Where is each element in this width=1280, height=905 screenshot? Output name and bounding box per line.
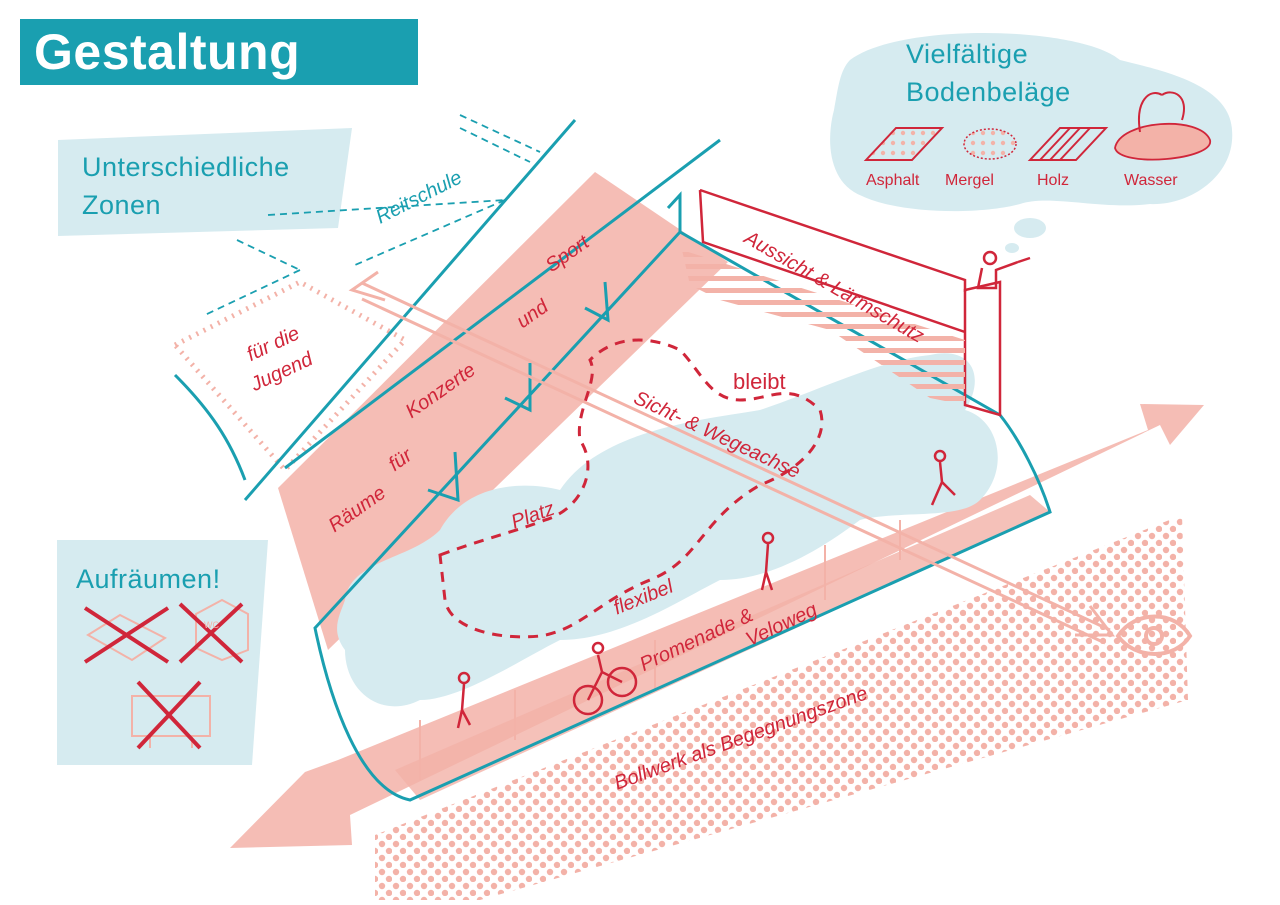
- title-banner: [20, 19, 418, 85]
- cleanup-panel: [57, 540, 268, 765]
- bollwerk-dotted-zone: [375, 515, 1188, 900]
- tree-stems: [419, 520, 901, 780]
- viewing-wall: [698, 189, 1002, 417]
- material-wasser-label: Wasser: [1124, 172, 1178, 189]
- cleanup-heading: Aufräumen!: [76, 564, 221, 594]
- viewing-wall-stripes: [682, 250, 965, 405]
- asphalt-icon: [863, 127, 945, 161]
- flexible-square-dashed: [438, 338, 824, 639]
- wood-icon: [1027, 127, 1109, 161]
- material-mergel-label: Mergel: [945, 172, 994, 189]
- material-holz-label: Holz: [1037, 172, 1070, 189]
- runner-icon: [930, 449, 956, 506]
- water-fountain-icon: [1114, 91, 1211, 161]
- pedestrian-icon: [760, 531, 775, 591]
- thought-cloud: [830, 32, 1233, 212]
- crossed-bench-icon: [83, 606, 170, 664]
- cyclist-icon: [572, 641, 638, 716]
- zones-label-background: [58, 128, 352, 236]
- thought-bubble: [1014, 218, 1046, 238]
- platform-outline: [313, 230, 1052, 802]
- bleibt-label: bleibt: [733, 369, 786, 394]
- road-lines: [173, 119, 721, 501]
- thought-bubble: [1005, 243, 1019, 253]
- zones-label-line-1: Unterschiedliche: [82, 152, 290, 182]
- sport-zone: [278, 172, 728, 650]
- pedestrian-icon: [456, 671, 472, 729]
- view-axis-arrow: [348, 270, 1116, 645]
- viewing-wall-top: [699, 188, 967, 292]
- stair-notches: [427, 191, 682, 503]
- tree-cloud: [337, 353, 998, 707]
- observer-figure-icon: [976, 250, 1031, 290]
- mergel-icon: [963, 128, 1017, 160]
- promenade-ground: [395, 495, 1050, 800]
- page-title: Gestaltung: [34, 24, 301, 80]
- reitschule-outline: [204, 114, 541, 316]
- eye-icon: [1115, 614, 1193, 656]
- materials-heading-line-1: Vielfältige: [906, 39, 1029, 69]
- crossed-wc-icon: [178, 598, 249, 664]
- material-asphalt-label: Asphalt: [866, 172, 920, 189]
- crossed-sign-icon: [131, 680, 211, 750]
- materials-heading-line-2: Bodenbeläge: [906, 77, 1071, 107]
- wc-sign: WC: [204, 620, 219, 630]
- zones-label-line-2: Zonen: [82, 190, 162, 220]
